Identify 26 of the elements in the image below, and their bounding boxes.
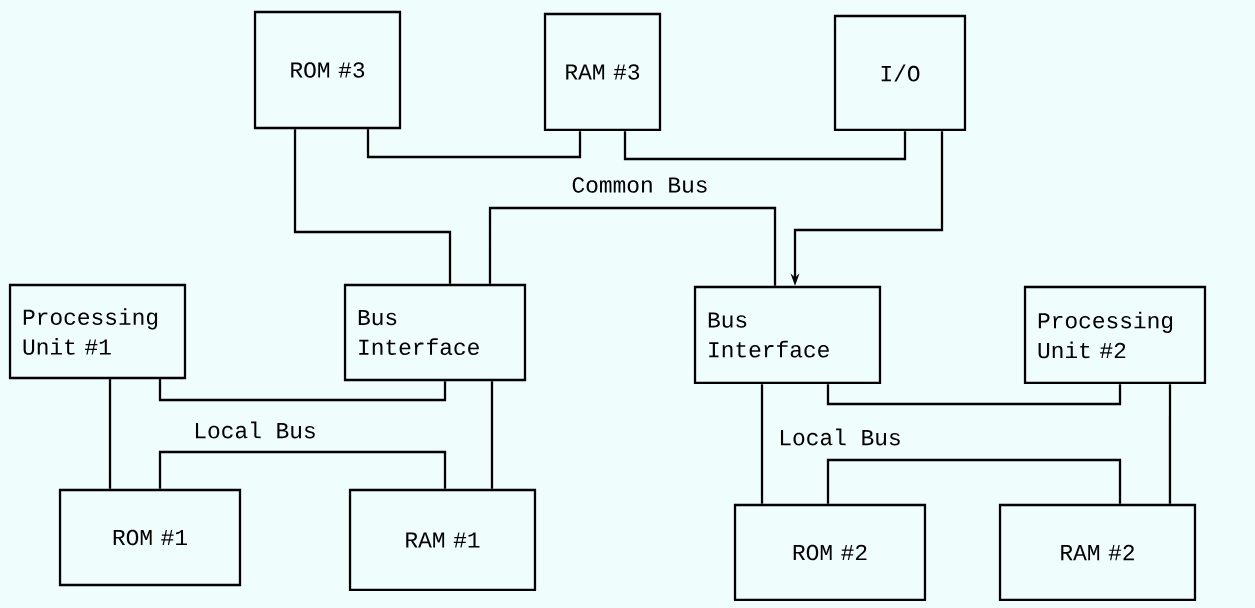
bus-line <box>1168 384 1172 504</box>
bus-line <box>760 384 764 504</box>
component-box: RAM #2 <box>998 503 1197 602</box>
component-box: ROM #2 <box>733 503 927 602</box>
bus-line <box>826 458 1122 504</box>
bus-label: Common Bus <box>572 177 707 193</box>
bus-label: Local Bus <box>195 421 315 439</box>
bus-line <box>158 450 447 489</box>
bus-line <box>366 129 582 159</box>
component-box: ROM #3 <box>253 10 402 130</box>
bus-line <box>826 384 1122 406</box>
bus-label: Local Bus <box>780 428 900 446</box>
bus-line <box>490 381 494 489</box>
bus-line <box>488 206 777 286</box>
component-box: I/O <box>833 14 967 132</box>
component-box: RAM #1 <box>348 488 537 592</box>
component-box: Bus Interface <box>343 283 527 382</box>
bus-line <box>293 129 452 284</box>
bus-line <box>108 379 112 489</box>
bus-line <box>623 131 907 161</box>
bus-line <box>158 379 447 402</box>
component-box: Processing Unit #2 <box>1023 285 1207 385</box>
component-box: Bus Interface <box>693 285 882 385</box>
component-box: RAM #3 <box>543 12 662 132</box>
component-box: ROM #1 <box>58 488 242 587</box>
component-box: Processing Unit #1 <box>8 283 187 380</box>
